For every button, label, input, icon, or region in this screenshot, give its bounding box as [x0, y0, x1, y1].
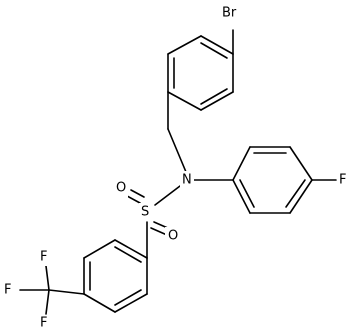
- cf3-bonds: [19, 265, 85, 315]
- fluorophenyl-ring: [232, 146, 313, 214]
- cf3-fluorine-top-label: F: [40, 250, 47, 265]
- bromophenyl-ring: [167, 35, 234, 111]
- cf3-fluorine-left-label: F: [4, 283, 11, 298]
- oxygen-atom-label-top: O: [116, 181, 126, 196]
- benzyl-bond-2: [167, 128, 187, 173]
- trifluoromethylphenyl-ring: [83, 239, 148, 313]
- sulfur-atom-label: S: [141, 205, 149, 220]
- oxygen-atom-label-bottom: O: [168, 229, 178, 244]
- bromine-atom-label: Br: [222, 6, 237, 21]
- nitrogen-atom-label: N: [182, 173, 192, 188]
- n-s-bond: [154, 185, 181, 206]
- fluorine-atom-label: F: [339, 173, 346, 188]
- cf3-fluorine-bottom-label: F: [40, 316, 47, 331]
